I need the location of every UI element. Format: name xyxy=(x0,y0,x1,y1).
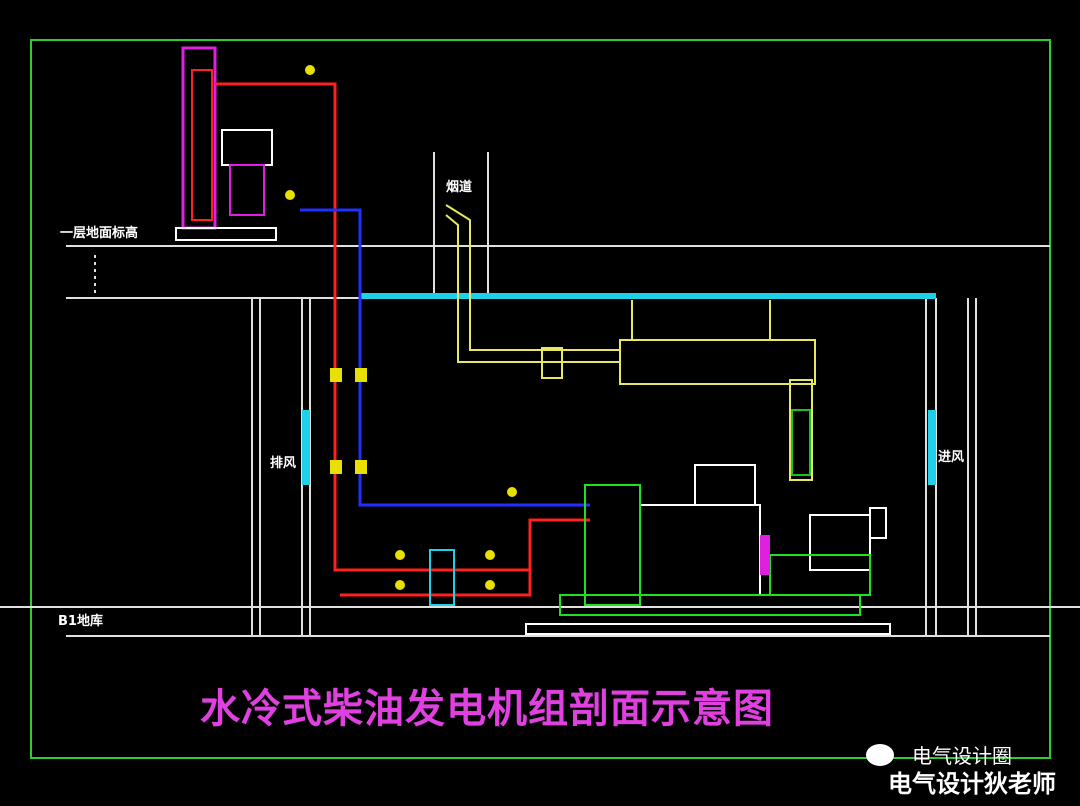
generator-panel xyxy=(760,535,770,575)
pipe-valves xyxy=(285,65,517,590)
exhaust-louver xyxy=(302,410,310,485)
exhaust-pipe xyxy=(445,204,816,481)
wechat-icon xyxy=(866,744,894,766)
intake-air-label: 进风 xyxy=(938,450,965,465)
generator-set xyxy=(525,464,891,635)
heat-exchanger xyxy=(429,549,455,606)
upper-floor-label: 一层地面标高 xyxy=(60,226,139,241)
watermark-line1: 电气设计圈 xyxy=(912,744,1012,768)
flue-label: 烟道 xyxy=(446,180,473,195)
watermark-line2: 电气设计狄老师 xyxy=(888,770,1056,798)
flex-joint xyxy=(791,409,811,476)
floor-lines xyxy=(0,152,1080,637)
cooling-tower xyxy=(175,46,277,241)
drawing-title: 水冷式柴油发电机组剖面示意图 xyxy=(200,686,774,732)
drawing-frame xyxy=(30,39,1051,759)
lower-floor-label: B1地库 xyxy=(58,614,103,629)
exhaust-air-label: 排风 xyxy=(270,456,297,471)
water-return-pipe xyxy=(300,208,590,507)
water-supply-pipe xyxy=(215,82,530,572)
intake-louver xyxy=(928,410,936,485)
water-pipe-return-red xyxy=(340,518,590,597)
